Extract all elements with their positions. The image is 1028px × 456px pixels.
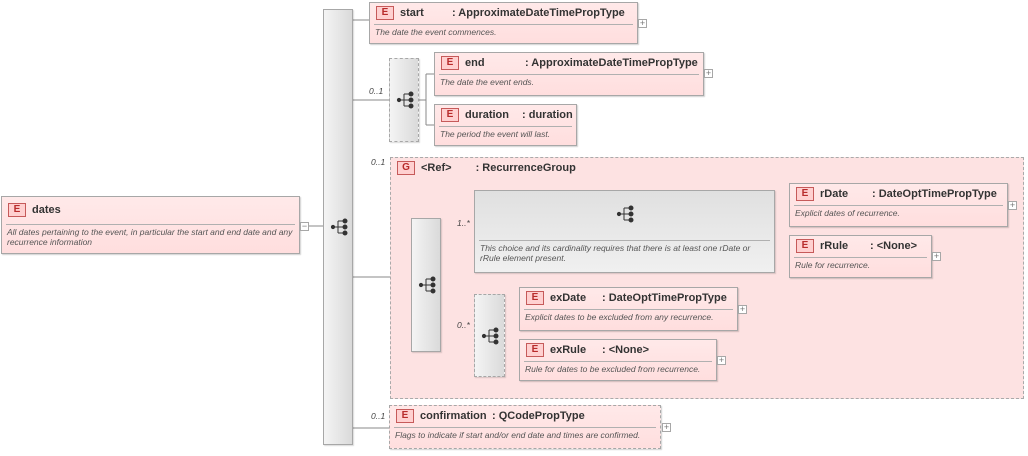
element-rdate[interactable]: E rDate : DateOptTimePropType Explicit d… xyxy=(789,183,1008,227)
collapse-toggle-dates[interactable]: − xyxy=(300,221,309,231)
expand-toggle-rrule[interactable]: + xyxy=(932,251,941,261)
expand-toggle-end[interactable]: + xyxy=(704,68,713,78)
element-end[interactable]: E end : ApproximateDateTimePropType The … xyxy=(434,52,704,96)
element-doc: The date the event commences. xyxy=(375,27,497,37)
element-badge: E xyxy=(526,291,544,305)
element-name: end xyxy=(465,57,485,69)
choice-cardinality: 0..* xyxy=(457,320,470,330)
element-badge: E xyxy=(376,6,394,20)
expand-toggle-exrule[interactable]: + xyxy=(717,355,726,365)
element-badge: E xyxy=(396,409,414,423)
element-name: rRule xyxy=(820,240,849,252)
element-rrule[interactable]: E rRule : <None> Rule for recurrence. xyxy=(789,235,932,278)
element-dates[interactable]: E dates All dates pertaining to the even… xyxy=(1,196,300,254)
choice-with-doc[interactable]: This choice and its cardinality requires… xyxy=(474,190,775,273)
element-type: : QCodePropType xyxy=(492,410,585,422)
element-badge: E xyxy=(8,203,26,217)
group-cardinality: 0..1 xyxy=(371,157,386,167)
element-name: duration xyxy=(465,109,509,121)
element-doc: Explicit dates of recurrence. xyxy=(795,208,900,218)
expand-toggle-confirmation[interactable]: + xyxy=(662,422,671,432)
element-type: : <None> xyxy=(602,344,650,356)
confirmation-cardinality: 0..1 xyxy=(371,411,386,421)
element-badge: E xyxy=(441,56,459,70)
element-exrule[interactable]: E exRule : <None> Rule for dates to be e… xyxy=(519,339,717,381)
element-type: : DateOptTimePropType xyxy=(872,188,997,200)
element-type: : duration xyxy=(522,109,573,121)
element-type: : <None> xyxy=(870,240,918,252)
element-doc: Rule for recurrence. xyxy=(795,260,871,270)
element-confirmation[interactable]: E confirmation : QCodePropType Flags to … xyxy=(389,405,661,449)
element-doc: Explicit dates to be excluded from any r… xyxy=(525,312,714,322)
element-doc: Flags to indicate if start and/or end da… xyxy=(395,430,641,440)
element-badge: E xyxy=(796,187,814,201)
expand-toggle-rdate[interactable]: + xyxy=(1008,200,1017,210)
group-type: : RecurrenceGroup xyxy=(475,162,576,174)
element-name: dates xyxy=(32,204,61,216)
element-doc: Rule for dates to be excluded from recur… xyxy=(525,364,701,374)
element-name: start xyxy=(400,7,424,19)
expand-toggle-exdate[interactable]: + xyxy=(738,304,747,314)
choice-cardinality: 1..* xyxy=(457,218,470,228)
element-doc: The period the event will last. xyxy=(440,129,551,139)
element-doc: The date the event ends. xyxy=(440,77,535,87)
element-badge: E xyxy=(441,108,459,122)
choice-cardinality: 0..1 xyxy=(369,86,384,96)
element-type: : ApproximateDateTimePropType xyxy=(525,57,698,69)
element-name: confirmation xyxy=(420,410,487,422)
element-start[interactable]: E start : ApproximateDateTimePropType Th… xyxy=(369,2,638,44)
element-type: : DateOptTimePropType xyxy=(602,292,727,304)
element-type: : ApproximateDateTimePropType xyxy=(452,7,625,19)
choice-doc: This choice and its cardinality requires… xyxy=(480,243,751,263)
element-exdate[interactable]: E exDate : DateOptTimePropType Explicit … xyxy=(519,287,738,331)
element-badge: E xyxy=(796,239,814,253)
element-name: exRule xyxy=(550,344,587,356)
expand-toggle-start[interactable]: + xyxy=(638,18,647,28)
element-badge: E xyxy=(526,343,544,357)
group-badge: G xyxy=(397,161,415,175)
element-doc: All dates pertaining to the event, in pa… xyxy=(7,227,293,247)
recurrence-group-header: G <Ref> : RecurrenceGroup xyxy=(391,158,591,182)
element-name: rDate xyxy=(820,188,849,200)
element-name: exDate xyxy=(550,292,587,304)
group-ref-name: <Ref> xyxy=(421,162,452,174)
element-duration[interactable]: E duration : duration The period the eve… xyxy=(434,104,577,146)
